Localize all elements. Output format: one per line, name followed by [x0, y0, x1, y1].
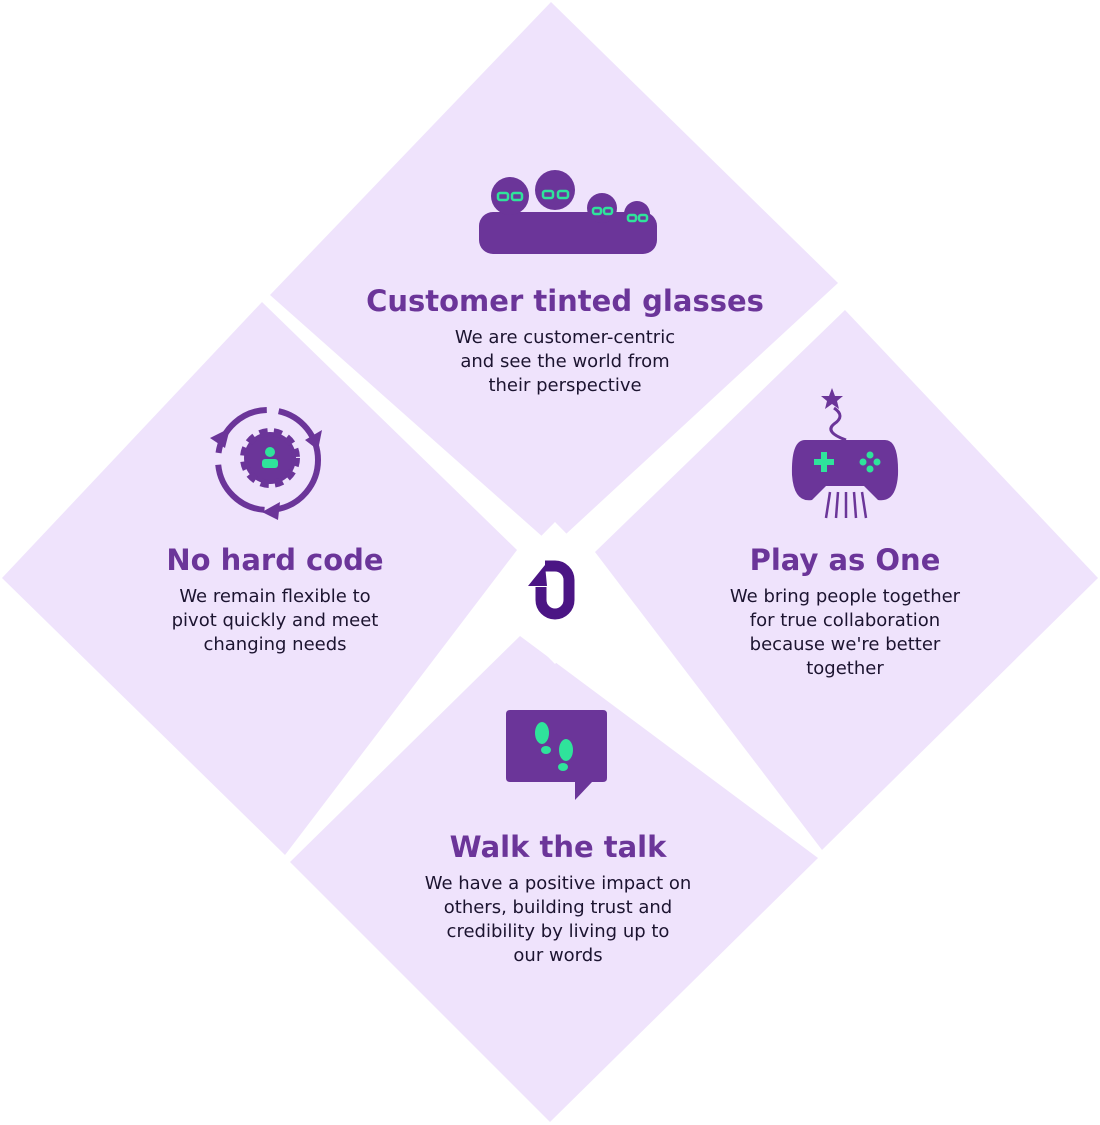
desc-line: our words [513, 945, 603, 966]
game-controller-icon [791, 388, 899, 519]
gear-cycle-icon [210, 407, 322, 520]
desc-line: for true collaboration [749, 610, 941, 631]
panel-left [2, 302, 517, 855]
value-playasone: Play as One We bring people together for… [680, 543, 1010, 681]
desc-line: credibility by living up to [446, 921, 670, 942]
desc-line: changing needs [203, 634, 347, 655]
panel-top [270, 2, 838, 546]
center-diamond [485, 522, 625, 664]
desc-line: because we're better [749, 634, 941, 655]
value-customer: Customer tinted glasses We are customer-… [330, 284, 800, 398]
value-title: No hard code [166, 543, 384, 577]
panel-bottom [290, 636, 818, 1122]
value-hardcode: No hard code We remain flexible to pivot… [110, 543, 440, 657]
desc-line: We are customer-centric [454, 327, 676, 348]
family-glasses-icon [479, 170, 657, 254]
value-description: We have a positive impact on others, bui… [380, 872, 736, 968]
desc-line: We bring people together [729, 586, 961, 607]
desc-line: others, building trust and [443, 897, 673, 918]
value-walk: Walk the talk We have a positive impact … [380, 830, 736, 968]
panel-right [595, 310, 1098, 850]
value-title: Walk the talk [449, 830, 667, 864]
value-title: Customer tinted glasses [366, 284, 764, 318]
value-description: We are customer-centric and see the worl… [330, 326, 800, 398]
desc-line: and see the world from [460, 351, 670, 372]
value-description: We bring people together for true collab… [680, 585, 1010, 681]
desc-line: together [806, 658, 884, 679]
footsteps-speech-icon [506, 710, 607, 800]
value-title: Play as One [749, 543, 941, 577]
desc-line: We remain flexible to [179, 586, 371, 607]
desc-line: pivot quickly and meet [171, 610, 379, 631]
desc-line: their perspective [488, 375, 642, 396]
value-description: We remain flexible to pivot quickly and … [110, 585, 440, 657]
logo-icon [528, 560, 575, 620]
desc-line: We have a positive impact on [424, 873, 692, 894]
